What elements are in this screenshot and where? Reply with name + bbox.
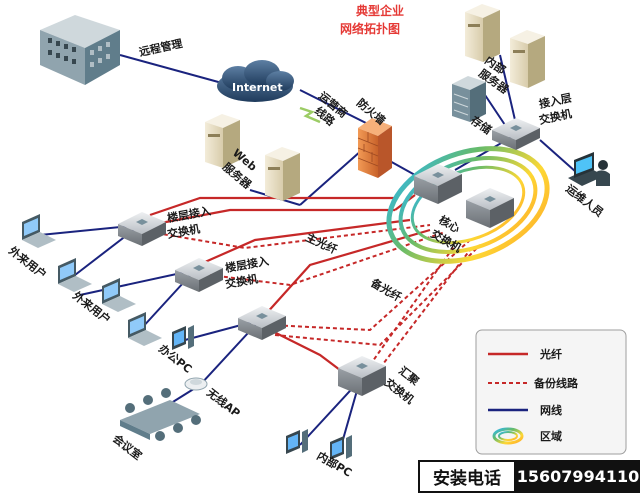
contact-label: 安装电话 (418, 460, 516, 493)
floor-switch-3-icon (238, 306, 286, 340)
backup-fiber-label: 备光纤 (368, 275, 404, 304)
legend-zone: 区域 (540, 429, 562, 443)
guest-laptop-icon (22, 214, 56, 248)
internet-label: Internet (232, 81, 283, 94)
floor-switch-2-label-a: 楼层接入 (224, 254, 270, 275)
guest-user-label-1: 外来用户 (5, 243, 49, 282)
firewall-icon (357, 118, 392, 178)
internal-server-icon (465, 4, 545, 88)
guest-laptop-icon (58, 258, 92, 292)
legend-backup-line: 备份线路 (533, 376, 579, 390)
office-building-icon (40, 15, 120, 85)
remote-management-label: 远程管理 (138, 36, 184, 59)
diagram-title-line2: 网络拓扑图 (340, 21, 400, 36)
meeting-room-label: 会议室 (110, 431, 145, 462)
contact-phone: 15607994110 (516, 460, 640, 493)
wireless-ap-icon (184, 377, 208, 391)
storage-icon (452, 76, 486, 122)
ops-staff-label: 运维人员 (563, 181, 606, 219)
floor-switch-1-icon (118, 212, 166, 246)
guest-laptop-icon (128, 312, 162, 346)
access-switch-top-label-1: 接入层 (538, 90, 573, 111)
legend-network-cable: 网线 (540, 403, 562, 417)
core-switch-icon (414, 164, 514, 228)
floor-switch-2-label-b: 交换机 (224, 271, 259, 291)
wireless-ap-label: 无线AP (203, 385, 243, 420)
backup-lines (149, 224, 481, 369)
floor-switch-2-icon (175, 258, 223, 292)
isp-link-icon (299, 106, 321, 124)
access-switch-top-label-2: 交换机 (538, 106, 573, 127)
legend-fiber: 光纤 (539, 347, 562, 361)
diagram-title-line1: 典型企业 (356, 3, 404, 18)
main-fiber-label: 主光纤 (304, 230, 340, 257)
floor-switch-1-label-b: 交换机 (166, 221, 201, 241)
guest-laptop-icon (102, 278, 136, 312)
core-zone-rings (386, 146, 550, 264)
legend: 光纤 备份线路 网线 区域 (475, 329, 627, 455)
ops-staff-icon (568, 152, 610, 186)
contact-banner: 安装电话 15607994110 (418, 460, 640, 493)
aggregation-switch-icon (338, 356, 386, 396)
fiber-lines (149, 194, 431, 371)
web-server-icon (205, 114, 300, 201)
internet-cloud-icon (217, 60, 294, 102)
access-switch-top-icon (492, 118, 540, 150)
meeting-room-icon (120, 388, 201, 441)
internal-pc-icon (286, 429, 352, 460)
office-pc-icon (172, 325, 194, 350)
